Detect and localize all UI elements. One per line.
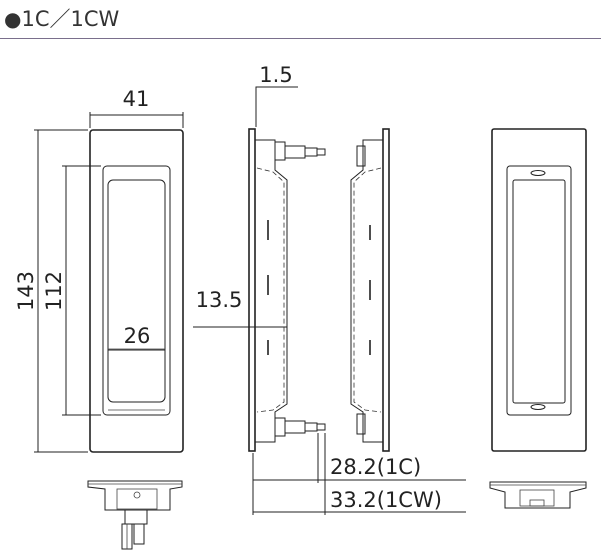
bottom-right-cup bbox=[519, 489, 555, 507]
front-view: 41 143 112 26 bbox=[14, 87, 184, 453]
side-right-hidden-line bbox=[353, 167, 382, 413]
bottom-left-cup bbox=[116, 488, 158, 510]
dim-recess-width-label: 26 bbox=[124, 324, 151, 348]
bottom-left-body bbox=[87, 480, 183, 511]
dim-flange-thickness-label: 1.5 bbox=[259, 63, 292, 87]
side-right-flange bbox=[382, 128, 390, 452]
side-right-boss-top bbox=[356, 145, 366, 167]
front-recess-inner bbox=[107, 179, 166, 403]
front-plate-outline bbox=[89, 129, 184, 453]
side-view-right bbox=[350, 128, 390, 452]
side-right-boss-bottom bbox=[356, 413, 366, 435]
back-body-inner bbox=[512, 179, 566, 404]
dim-depth-1c-label: 28.2(1C) bbox=[330, 455, 421, 479]
side-left-pin-top bbox=[284, 145, 306, 159]
back-body-outer bbox=[506, 165, 572, 416]
bottom-view-left bbox=[87, 480, 183, 550]
side-left-flange bbox=[248, 128, 256, 452]
bottom-right-tab bbox=[529, 499, 545, 507]
back-slot-bottom-icon bbox=[530, 404, 546, 410]
header: ●1C／1CW bbox=[0, 0, 601, 40]
back-view bbox=[491, 128, 587, 452]
dim-height-total-label: 143 bbox=[14, 271, 38, 311]
bullet-icon: ● bbox=[4, 7, 22, 31]
side-left-hidden-line bbox=[256, 167, 285, 413]
back-slot-top-icon bbox=[530, 170, 546, 176]
bottom-left-latch bbox=[124, 509, 148, 525]
side-left-pin-bottom bbox=[284, 420, 306, 434]
front-recess-outer bbox=[102, 165, 171, 416]
page-title: ●1C／1CW bbox=[4, 3, 119, 33]
side-left-boss-top bbox=[274, 141, 286, 161]
side-left-pin-end-bottom bbox=[316, 423, 326, 431]
model-title: 1C／1CW bbox=[21, 7, 120, 31]
bottom-left-pin-2 bbox=[133, 523, 145, 545]
depth-dimensions: 28.2(1C) 33.2(1CW) bbox=[252, 433, 466, 515]
side-left-pin-tip-top bbox=[304, 147, 318, 157]
dim-height-recess-label: 112 bbox=[42, 271, 66, 311]
bottom-right-body bbox=[489, 481, 587, 509]
side-left-body-outline bbox=[255, 139, 288, 443]
header-rule bbox=[0, 38, 601, 39]
dim-depth-1cw-label: 33.2(1CW) bbox=[330, 488, 442, 512]
side-left-pin-end-top bbox=[316, 148, 326, 156]
bottom-left-screw-hole bbox=[133, 491, 141, 499]
side-view-left: 1.5 13.5 bbox=[193, 63, 326, 452]
dim-width-label: 41 bbox=[123, 87, 150, 111]
side-right-body-outline bbox=[350, 139, 383, 443]
bottom-view-right bbox=[489, 481, 587, 509]
side-left-boss-bottom bbox=[274, 417, 286, 437]
side-left-pin-tip-bottom bbox=[304, 422, 318, 432]
back-plate-outline bbox=[491, 128, 587, 452]
dim-body-depth-label: 13.5 bbox=[196, 288, 243, 312]
dim-1.5-leader bbox=[255, 86, 298, 127]
